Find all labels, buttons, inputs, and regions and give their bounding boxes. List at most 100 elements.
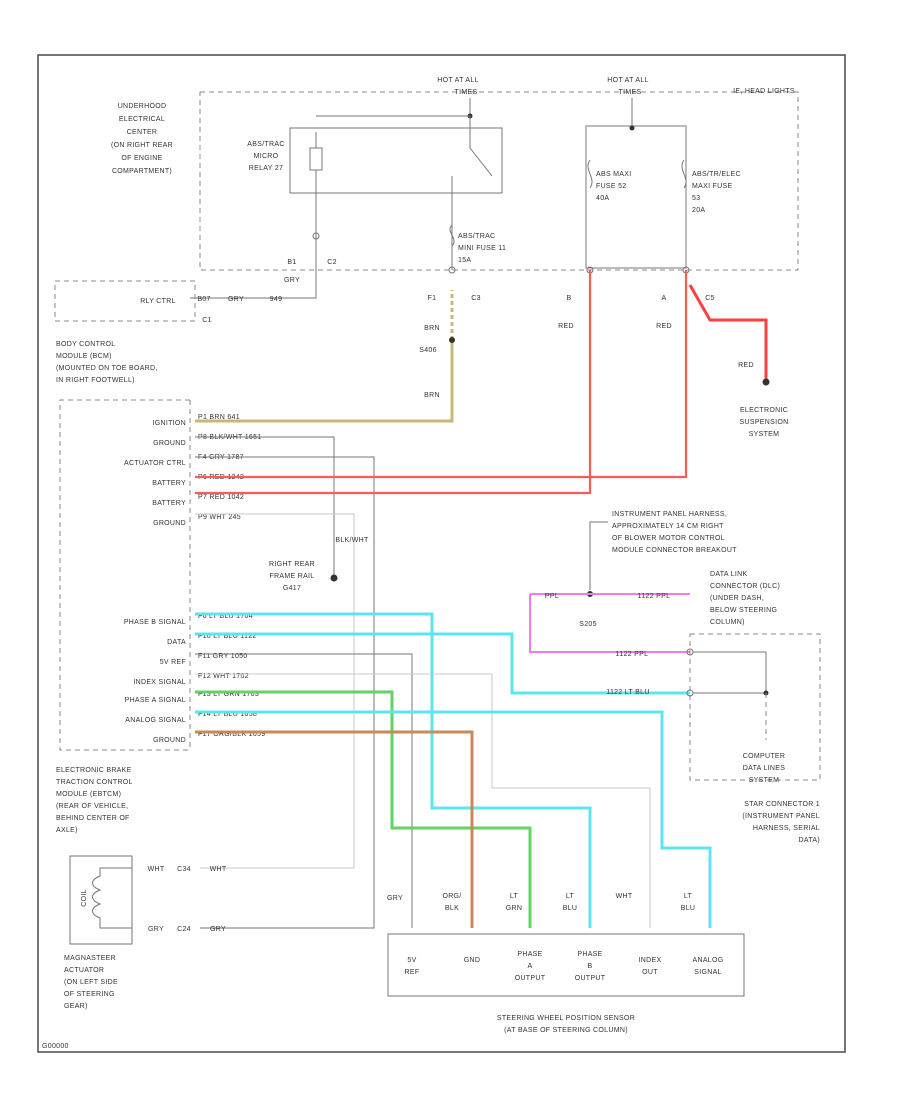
sensor-pin-label: INDEX xyxy=(639,957,662,964)
ebtcm-label-6: AXLE) xyxy=(56,827,78,834)
bcm-pin-name: ACTUATOR CTRL xyxy=(124,460,186,467)
rly-ctrl-label: RLY CTRL xyxy=(140,298,176,305)
ebtcm-pin-name: INDEX SIGNAL xyxy=(133,679,186,686)
rly-wire: GRY xyxy=(228,296,244,303)
ebtcm-wire-label: F10 LT BLU 1122 xyxy=(198,633,257,640)
elec-suspension-dot xyxy=(762,378,770,386)
ebtcm-pin-name: GROUND xyxy=(153,737,186,744)
sensor-pin-labels: 5V REF GND PHASE A OUTPUT PHASE B OUTPUT… xyxy=(405,951,724,982)
bcm-wire-label: P9 WHT 245 xyxy=(198,514,241,521)
wire-red-elec: RED xyxy=(738,362,754,369)
phase-a-wire xyxy=(195,690,532,928)
ground-label-2: FRAME RAIL xyxy=(269,573,314,580)
sensor-wire-label: LT xyxy=(510,893,519,900)
sensor-wire-label: GRN xyxy=(506,905,522,912)
ground-wire-ebtcm xyxy=(195,730,474,928)
diagram-frame xyxy=(37,54,846,1053)
conn-a: A xyxy=(662,295,667,302)
bcm-pin-name: IGNITION xyxy=(152,420,186,427)
splice-s205: S205 xyxy=(579,621,597,628)
battery-wire-2 xyxy=(195,270,592,495)
ip-harness-label-1: INSTRUMENT PANEL HARNESS, xyxy=(612,511,727,518)
sensor-wire-label: GRY xyxy=(387,895,403,902)
sensor-pin-label: PHASE xyxy=(517,951,542,958)
ie-headlights-label: IE, HEAD LIGHTS xyxy=(733,88,795,95)
sensor-pin-label: OUT xyxy=(642,969,658,976)
sensor-pin-label: REF xyxy=(405,969,420,976)
ebtcm-label-5: BEHIND CENTER OF xyxy=(56,815,130,822)
elec-suspension-label-2: SUSPENSION xyxy=(740,419,789,426)
underhood-center-label-1: UNDERHOOD xyxy=(118,103,167,110)
ebtcm-label-4: (REAR OF VEHICLE, xyxy=(56,803,128,810)
relay-label-1: ABS/TRAC xyxy=(247,141,284,148)
ebtcm-pin-name: 5V REF xyxy=(160,659,186,666)
magnasteer-top-wire2: WHT xyxy=(210,866,227,873)
maxi-fuse-right-1: ABS/TR/ELEC xyxy=(692,171,741,178)
dlc-label-3: (UNDER DASH, xyxy=(710,595,764,602)
maxi-fuse-right-3: 53 xyxy=(692,195,700,202)
elec-suspension-wire xyxy=(688,284,768,380)
dlc-outline xyxy=(689,633,821,781)
ebtcm-wire-label: F12 WHT 1702 xyxy=(198,673,249,680)
conn-c1: C1 xyxy=(202,317,212,324)
magnasteer-label-1: MAGNASTEER xyxy=(64,955,116,962)
underhood-center-label-2: ELECTRICAL xyxy=(119,116,165,123)
ebtcm-pin-name: DATA xyxy=(167,639,186,646)
bcm-label-1: BODY CONTROL xyxy=(56,341,115,348)
ppl-wire xyxy=(529,593,690,653)
maxi-fuse-right xyxy=(681,159,687,189)
relay-ctrl-wire xyxy=(190,190,317,299)
diagram-code: G00000 xyxy=(42,1043,69,1050)
sensor-wire-label: BLK xyxy=(445,905,459,912)
magnasteer-label-4: OF STEERING xyxy=(64,991,115,998)
wire-red-a: RED xyxy=(656,323,672,330)
5v-ref-wire xyxy=(195,653,413,928)
bcm-label-4: IN RIGHT FOOTWELL) xyxy=(56,377,135,384)
maxi-fuse-right-2: MAXI FUSE xyxy=(692,183,732,190)
maxi-fuse-right-4: 20A xyxy=(692,207,705,214)
bcm-wire-label: P7 RED 1042 xyxy=(198,494,244,501)
magnasteer-box xyxy=(69,855,133,945)
ignition-wire xyxy=(195,340,454,423)
rly-circ: 949 xyxy=(270,296,283,303)
ip-harness-label-3: OF BLOWER MOTOR CONTROL xyxy=(612,535,725,542)
ppl-lower: 1122 PPL xyxy=(616,651,649,658)
sensor-pin-label: B xyxy=(588,963,593,970)
ebtcm-pin-name: PHASE A SIGNAL xyxy=(125,697,186,704)
elec-suspension-label-3: SYSTEM xyxy=(749,431,780,438)
magnasteer-label-3: (ON LEFT SIDE xyxy=(64,979,118,986)
conn-pin-f1 xyxy=(448,266,456,274)
mini-fuse-label-3: 15A xyxy=(458,257,471,264)
sensor-wire-label: LT xyxy=(566,893,575,900)
conn-b1: B1 xyxy=(287,259,296,266)
ebtcm-pin-labels: PHASE B SIGNAL DATA 5V REF INDEX SIGNAL … xyxy=(124,619,186,744)
bcm-pin-labels: IGNITION GROUND ACTUATOR CTRL BATTERY BA… xyxy=(124,420,186,527)
ltblu-lower: 1122 LT BLU xyxy=(606,689,649,696)
splice-s406: S406 xyxy=(419,347,437,354)
underhood-center-label-3: CENTER xyxy=(127,129,158,136)
bcm-wire-labels: P1 BRN 641 P8 BLK/WHT 1651 F4 GRY 1787 P… xyxy=(198,414,261,521)
hot-feed-left xyxy=(316,98,471,128)
relay-switch xyxy=(451,108,493,192)
ground-g417 xyxy=(330,574,338,582)
magnasteer-bot-wire: GRY xyxy=(148,926,164,933)
sensor-pin-label: OUTPUT xyxy=(575,975,606,982)
bcm-wire-label: P1 BRN 641 xyxy=(198,414,240,421)
ppl-right: 1122 PPL xyxy=(638,593,671,600)
elec-suspension-label-1: ELECTRONIC xyxy=(740,407,788,414)
sensor-wire-labels: GRY ORG/ BLK LT GRN LT BLU WHT LT BLU xyxy=(387,893,695,912)
conn-c3: C3 xyxy=(471,295,481,302)
ground-label-3: G417 xyxy=(283,585,301,592)
star-label-3: HARNESS, SERIAL xyxy=(753,825,820,832)
relay-label-2: MICRO xyxy=(254,153,279,160)
underhood-center-label-4: (ON RIGHT REAR xyxy=(111,142,173,149)
ip-leader xyxy=(589,521,608,590)
sensor-wire-label: WHT xyxy=(616,893,633,900)
ground-label-1: RIGHT REAR xyxy=(269,561,315,568)
dlc-label-4: BELOW STEERING xyxy=(710,607,777,614)
relay-label-3: RELAY 27 xyxy=(249,165,283,172)
ebtcm-wire-label: F11 GRY 1050 xyxy=(198,653,248,660)
underhood-center-outline xyxy=(199,91,799,271)
magnasteer-label-2: ACTUATOR xyxy=(64,967,104,974)
